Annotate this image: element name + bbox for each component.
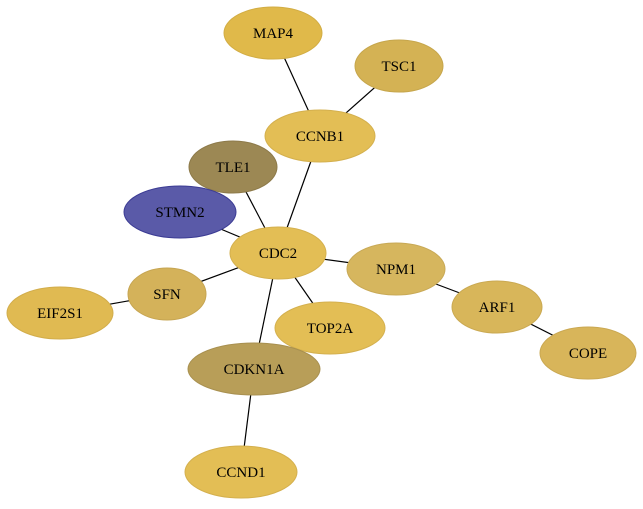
node-label-top2a: TOP2A	[307, 321, 354, 337]
node-shape-tle1	[188, 140, 278, 194]
node-tsc1[interactable]: TSC1	[354, 39, 444, 93]
node-npm1[interactable]: NPM1	[346, 242, 446, 296]
node-ccnd1[interactable]: CCND1	[184, 445, 298, 499]
node-label-cdc2: CDC2	[259, 246, 297, 262]
node-shape-arf1	[451, 280, 543, 334]
node-shape-map4	[223, 6, 323, 60]
node-label-tsc1: TSC1	[381, 59, 416, 75]
node-shape-stmn2	[123, 185, 237, 239]
node-label-stmn2: STMN2	[155, 205, 204, 221]
node-shape-ccnd1	[184, 445, 298, 499]
node-shape-sfn	[127, 267, 207, 321]
node-label-eif2s1: EIF2S1	[37, 306, 83, 322]
node-stmn2[interactable]: STMN2	[123, 185, 237, 239]
node-shape-cope	[539, 326, 637, 380]
node-ccnb1[interactable]: CCNB1	[264, 109, 376, 163]
node-cope[interactable]: COPE	[539, 326, 637, 380]
node-shape-top2a	[274, 301, 386, 355]
node-label-sfn: SFN	[153, 287, 181, 303]
node-eif2s1[interactable]: EIF2S1	[6, 286, 114, 340]
node-map4[interactable]: MAP4	[223, 6, 323, 60]
node-label-cope: COPE	[569, 346, 607, 362]
node-label-ccnd1: CCND1	[216, 465, 265, 481]
node-shape-tsc1	[354, 39, 444, 93]
node-top2a[interactable]: TOP2A	[274, 301, 386, 355]
node-shape-cdkn1a	[187, 342, 321, 396]
node-label-tle1: TLE1	[216, 160, 251, 176]
node-label-npm1: NPM1	[376, 262, 416, 278]
node-cdc2[interactable]: CDC2	[229, 226, 327, 280]
node-shape-ccnb1	[264, 109, 376, 163]
node-cdkn1a[interactable]: CDKN1A	[187, 342, 321, 396]
node-label-cdkn1a: CDKN1A	[224, 362, 285, 378]
node-shape-npm1	[346, 242, 446, 296]
node-label-ccnb1: CCNB1	[296, 129, 344, 145]
node-shape-cdc2	[229, 226, 327, 280]
node-tle1[interactable]: TLE1	[188, 140, 278, 194]
node-sfn[interactable]: SFN	[127, 267, 207, 321]
node-label-map4: MAP4	[253, 26, 294, 42]
node-shape-eif2s1	[6, 286, 114, 340]
node-arf1[interactable]: ARF1	[451, 280, 543, 334]
node-label-arf1: ARF1	[479, 300, 516, 316]
